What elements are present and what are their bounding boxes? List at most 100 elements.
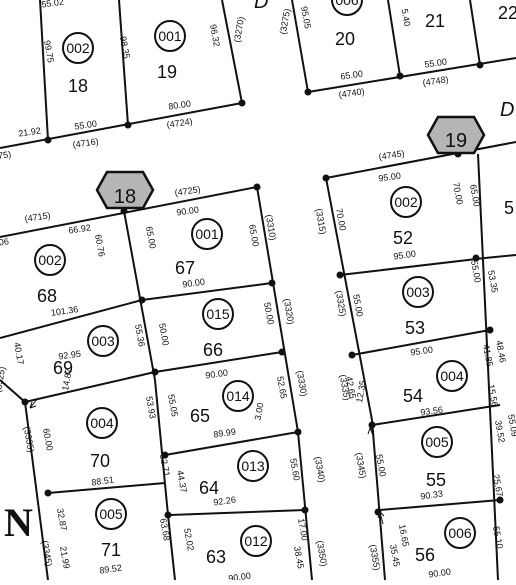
- lot-number: 64: [199, 478, 219, 498]
- dimension-label: (3325): [0, 366, 7, 393]
- dimension-label: 21.99: [58, 546, 72, 570]
- parcel: 21: [425, 11, 445, 31]
- dimension-label: 15.56: [486, 384, 500, 408]
- parcel: 004 70: [86, 407, 118, 471]
- parcel-number: 001: [158, 28, 182, 44]
- parcel-number: 004: [90, 415, 114, 431]
- parcel: 004 54: [403, 360, 468, 406]
- dimension-label: 35.45: [388, 544, 402, 568]
- dimension-label: 41.85: [481, 344, 495, 368]
- leader-arrow: [29, 397, 39, 409]
- parcel-number: 002: [38, 252, 62, 268]
- dimension-label: 55.00: [424, 57, 448, 70]
- dimension-label: 55.02: [41, 0, 65, 10]
- leader-arrow: [367, 427, 375, 439]
- lot-line: [24, 371, 156, 403]
- dimension-label: 65.00: [340, 69, 364, 82]
- dimension-label: 44.37: [175, 470, 189, 494]
- lot-line: [0, 299, 143, 339]
- lot-line: [47, 482, 166, 494]
- dimension-label: 101.36: [50, 304, 79, 318]
- dimension-label: 70.00: [451, 182, 465, 206]
- lot-line: [351, 329, 491, 356]
- dimension-label: 90.00: [228, 571, 252, 580]
- lot-number: 22: [498, 3, 516, 23]
- dimension-label: 98.35: [118, 36, 132, 60]
- dimension-label: 12.35: [354, 380, 368, 404]
- block-boundary: [256, 186, 299, 433]
- block-boundary: [297, 431, 313, 581]
- parcel-number: 004: [440, 368, 464, 384]
- lot-number: 53: [405, 318, 425, 338]
- dimension-label: (3275): [278, 8, 292, 35]
- lot-number: 54: [403, 386, 423, 406]
- parcel: 013 64: [199, 450, 269, 498]
- dimension-label: (4715): [24, 210, 51, 224]
- parcel-number: 003: [91, 333, 115, 349]
- parcel-number: 012: [244, 533, 268, 549]
- parcel: 002 68: [34, 244, 66, 306]
- dimension-label: (4748): [422, 74, 449, 88]
- lot-number: 66: [203, 340, 223, 360]
- parcel: 003 69: [53, 325, 119, 378]
- dimension-label: 96.32: [208, 24, 222, 48]
- parcel: 22: [498, 3, 516, 23]
- dimension-label: (3335): [22, 426, 36, 453]
- dimension-label: (3310): [264, 214, 278, 241]
- dimension-label: 55.60: [288, 458, 302, 482]
- dimension-label: 95.00: [410, 345, 434, 358]
- dimension-label: 60.00: [41, 428, 55, 452]
- lot-number: 68: [37, 286, 57, 306]
- parcel: 003 53: [402, 276, 434, 338]
- dimension-label: 90.00: [182, 277, 206, 290]
- lot-line: [24, 401, 49, 581]
- dimension-label: .06: [0, 236, 9, 248]
- block-boundary: [0, 102, 243, 149]
- dimension-label: 25.67: [491, 474, 505, 498]
- dimension-label: 80.00: [168, 99, 192, 112]
- parcel-number: 005: [425, 434, 449, 450]
- dimension-label: (3325): [334, 290, 348, 317]
- lot-line: [169, 509, 306, 516]
- parcel-number: 001: [195, 226, 219, 242]
- dimension-label: 21.92: [18, 126, 42, 139]
- dimension-label: 52.65: [275, 376, 289, 400]
- dimension-label: 93.56: [420, 405, 444, 418]
- dimension-label: 70.00: [334, 208, 348, 232]
- block-boundary: [371, 419, 386, 581]
- dimension-label: 89.99: [213, 427, 237, 440]
- dimension-label: 53.35: [486, 270, 500, 294]
- dimension-label: 32.87: [55, 508, 69, 532]
- dimension-label: 55.36: [133, 324, 147, 348]
- dimension-label: 92.26: [213, 495, 237, 508]
- dimension-label: 52.02: [182, 528, 196, 552]
- lot-number: 21: [425, 11, 445, 31]
- dimension-label: (3330): [295, 370, 309, 397]
- lot-number: 20: [335, 29, 355, 49]
- dimension-label: 5.40: [400, 8, 413, 27]
- junction-dots: [21, 61, 504, 519]
- parcel: 002 18: [62, 32, 94, 96]
- lot-line: [477, 153, 499, 581]
- dimension-label: 55.00: [469, 260, 483, 284]
- parcel: 005 71: [95, 498, 127, 560]
- dimension-label: 3.00: [253, 402, 266, 421]
- dimension-label: 17.00: [296, 518, 310, 542]
- lot-line: [387, 0, 401, 77]
- parcel-number: 014: [226, 388, 250, 404]
- dimension-label: 55.05: [166, 394, 180, 418]
- lot-line: [167, 514, 176, 581]
- dimension-label: 95.00: [393, 249, 417, 262]
- lot-number: 63: [206, 547, 226, 567]
- dimension-label: (3270): [232, 16, 246, 43]
- lot-line: [39, 0, 49, 141]
- lot-number: 52: [393, 228, 413, 248]
- dimension-label: 99.75: [42, 40, 56, 64]
- lot-line: [164, 431, 299, 456]
- parcel-number: 002: [66, 40, 90, 56]
- parcel-number: 006: [335, 0, 359, 8]
- dimension-label: 16.65: [397, 524, 411, 548]
- block-boundary: [325, 177, 373, 421]
